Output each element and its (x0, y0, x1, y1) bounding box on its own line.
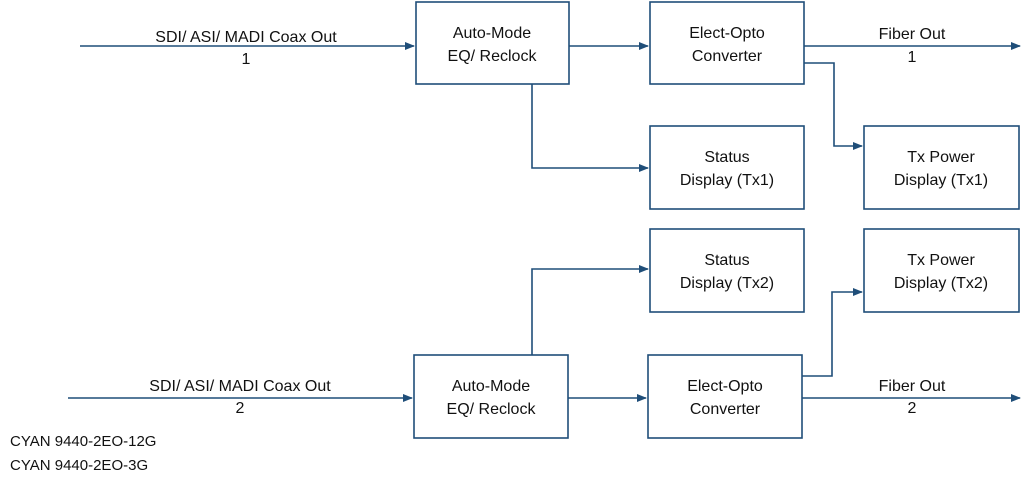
ch2-output-number: 2 (908, 400, 917, 417)
ch1-eq-reclock-line2: EQ/ Reclock (448, 48, 538, 65)
ch2-converter-to-power-arrow (802, 288, 863, 377)
ch1-converter-line2: Converter (692, 48, 763, 65)
ch2-eq-to-status-arrow (531, 265, 649, 355)
ch1-eq-reclock-line1: Auto-Mode (453, 25, 531, 42)
ch1-eq-reclock-box (415, 1, 570, 85)
ch1-status-line2: Display (Tx1) (680, 172, 774, 189)
ch1-converter-box (649, 1, 805, 85)
ch2-eq-reclock-line1: Auto-Mode (452, 378, 530, 395)
ch1-tx-power-line1: Tx Power (907, 149, 975, 166)
model-name-3g: CYAN 9440-2EO-3G (10, 457, 149, 474)
model-name-12g: CYAN 9440-2EO-12G (10, 433, 157, 450)
ch2-converter-line1: Elect-Opto (687, 378, 763, 395)
ch1-converter-line1: Elect-Opto (689, 25, 765, 42)
ch1-tx-power-box (863, 125, 1020, 210)
ch1-eq-to-status-arrow (531, 84, 649, 172)
ch1-tx-power-line2: Display (Tx1) (894, 172, 988, 189)
ch2-output-label: Fiber Out (879, 378, 946, 395)
ch1-output-number: 1 (908, 49, 917, 66)
ch2-tx-power-line2: Display (Tx2) (894, 275, 988, 292)
ch2-status-line2: Display (Tx2) (680, 275, 774, 292)
ch1-input-number: 1 (242, 51, 251, 68)
ch2-input-label: SDI/ ASI/ MADI Coax Out (149, 378, 331, 395)
ch1-converter-to-power-arrow (804, 62, 863, 150)
ch2-eq-reclock-line2: EQ/ Reclock (447, 401, 537, 418)
ch2-status-box (649, 228, 805, 313)
ch1-status-line1: Status (704, 149, 749, 166)
ch1-input-label: SDI/ ASI/ MADI Coax Out (155, 29, 337, 46)
ch2-converter-box (647, 354, 803, 439)
ch2-tx-power-line1: Tx Power (907, 252, 975, 269)
ch1-status-box (649, 125, 805, 210)
ch2-converter-line2: Converter (690, 401, 761, 418)
ch1-output-label: Fiber Out (879, 26, 946, 43)
ch2-eq-reclock-box (413, 354, 569, 439)
ch2-status-line1: Status (704, 252, 749, 269)
ch2-tx-power-box (863, 228, 1020, 313)
ch2-input-number: 2 (236, 400, 245, 417)
